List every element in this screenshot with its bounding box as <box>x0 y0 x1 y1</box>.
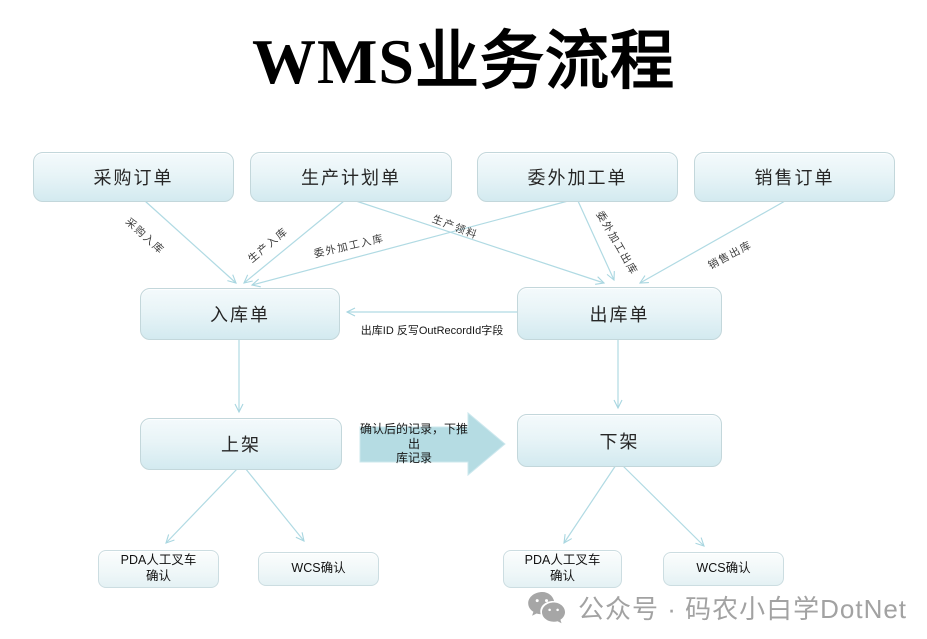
watermark-text: 公众号 · 码农小白学DotNet <box>578 594 908 624</box>
node-label: 委外加工单 <box>527 168 628 188</box>
node-label: 生产计划单 <box>301 168 401 188</box>
edge-purchase-to-inbound <box>144 200 237 284</box>
watermark: 公众号 · 码农小白学DotNet <box>527 589 907 626</box>
edge-outsource-to-outbound <box>577 200 615 282</box>
node-label: 采购订单 <box>93 168 174 188</box>
node-pda-forklift-confirm-right: PDA人工叉车 确认 <box>503 550 622 588</box>
wechat-icon <box>528 591 565 623</box>
node-label: 上架 <box>221 435 261 455</box>
node-label: WCS确认 <box>291 561 346 576</box>
node-inbound-order: 入库单 <box>140 288 340 340</box>
node-outsourcing-order: 委外加工单 <box>477 152 678 202</box>
node-label-line2: 确认 <box>549 569 575 583</box>
node-label: 销售订单 <box>754 168 835 188</box>
node-purchase-order: 采购订单 <box>33 152 234 202</box>
node-production-plan: 生产计划单 <box>250 152 452 202</box>
node-label: WCS确认 <box>696 561 751 576</box>
node-take-off-shelf: 下架 <box>517 414 722 467</box>
edge-outsource-to-inbound <box>250 200 569 288</box>
node-wcs-confirm-left: WCS确认 <box>258 552 379 586</box>
node-label-line1: PDA人工叉车 <box>524 553 601 568</box>
node-label-line2: 确认 <box>145 569 171 583</box>
edge-shelfon-to-wcs <box>244 467 305 542</box>
edge-shelfoff-to-wcs <box>621 464 705 547</box>
push-annotation-line2: 库记录 <box>395 451 432 466</box>
page-title: WMS业务流程 <box>252 26 675 97</box>
node-wcs-confirm-right: WCS确认 <box>663 552 784 586</box>
node-label-line1: PDA人工叉车 <box>120 553 197 568</box>
node-put-on-shelf: 上架 <box>140 418 342 470</box>
edge-sales-to-outbound <box>638 200 786 284</box>
edge-prodplan-to-inbound <box>243 200 345 284</box>
node-sales-order: 销售订单 <box>694 152 895 202</box>
push-records-annotation: 确认后的记录，下推出 库记录 <box>358 422 470 466</box>
node-label: 出库单 <box>589 304 650 325</box>
node-label: 下架 <box>599 431 640 452</box>
node-pda-forklift-confirm-left: PDA人工叉车 确认 <box>98 550 219 588</box>
edge-shelfoff-to-pda <box>563 464 617 545</box>
edge-shelfon-to-pda <box>165 467 239 544</box>
node-outbound-order: 出库单 <box>517 287 722 340</box>
edge-prodplan-to-outbound <box>355 200 606 285</box>
push-annotation-line1: 确认后的记录，下推出 <box>359 422 468 451</box>
node-label: 入库单 <box>210 305 270 325</box>
writeback-annotation: 出库ID 反写OutRecordId字段 <box>360 325 504 337</box>
push-block-arrow <box>359 411 506 477</box>
